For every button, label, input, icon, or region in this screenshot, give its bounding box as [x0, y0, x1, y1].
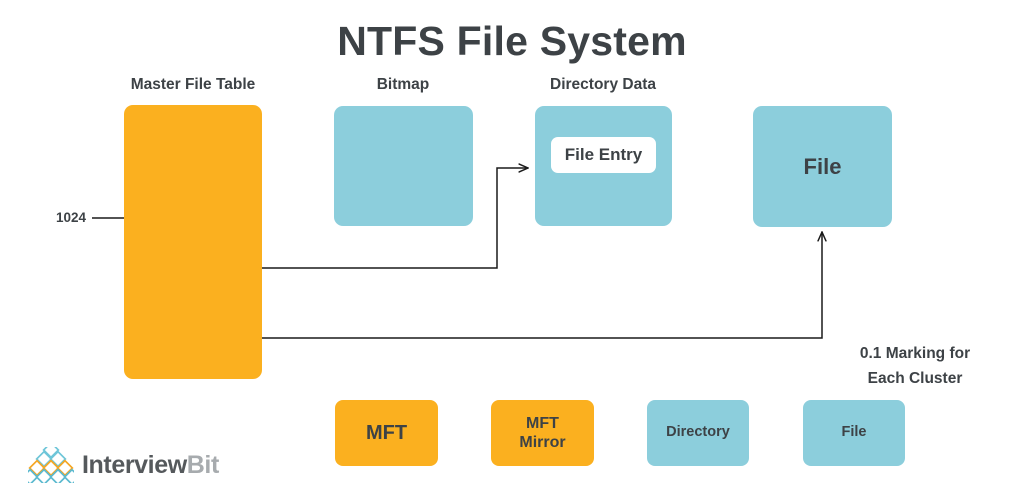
legend-item-mft: MFT — [335, 400, 438, 466]
file-entry-pill: File Entry — [551, 137, 656, 173]
cluster-note: 0.1 Marking for Each Cluster — [820, 341, 1010, 391]
interviewbit-logo-icon — [28, 447, 74, 483]
caption-bitmap: Bitmap — [376, 76, 430, 93]
legend-item-file: File — [803, 400, 905, 466]
mft-size-label: 1024 — [55, 210, 86, 225]
caption-directory-data: Directory Data — [550, 76, 656, 93]
file-box-label: File — [803, 153, 842, 179]
page-title: NTFS File System — [337, 18, 687, 64]
legend-label-mft-mirror: MFT Mirror — [491, 400, 594, 466]
file-entry-label: File Entry — [564, 145, 643, 164]
legend-label-mft: MFT — [365, 422, 408, 444]
brand-name-secondary: Bit — [186, 450, 220, 479]
bitmap-box — [334, 106, 473, 226]
brand-logo: InterviewBit — [28, 447, 219, 483]
caption-master-file-table: Master File Table — [130, 76, 256, 93]
legend-item-directory: Directory — [647, 400, 749, 466]
connector-mft-to-file — [262, 232, 822, 339]
brand-name-primary: Interview — [82, 450, 187, 479]
cluster-note-line-2: Each Cluster — [867, 370, 963, 388]
mft-box — [124, 105, 262, 379]
legend-label-directory: Directory — [666, 424, 730, 441]
legend-label-mft-mirror-line-1: MFT — [526, 414, 559, 432]
connector-mft-to-directory-data — [262, 168, 528, 269]
legend-label-file: File — [841, 424, 867, 441]
directory-data-box: File Entry — [535, 106, 672, 226]
file-box: File — [753, 106, 892, 227]
brand-wordmark: InterviewBit — [82, 451, 219, 480]
legend-label-mft-mirror-line-2: Mirror — [519, 434, 566, 451]
legend-item-mft-mirror: MFT Mirror — [491, 400, 594, 466]
cluster-note-line-1: 0.1 Marking for — [859, 345, 971, 362]
